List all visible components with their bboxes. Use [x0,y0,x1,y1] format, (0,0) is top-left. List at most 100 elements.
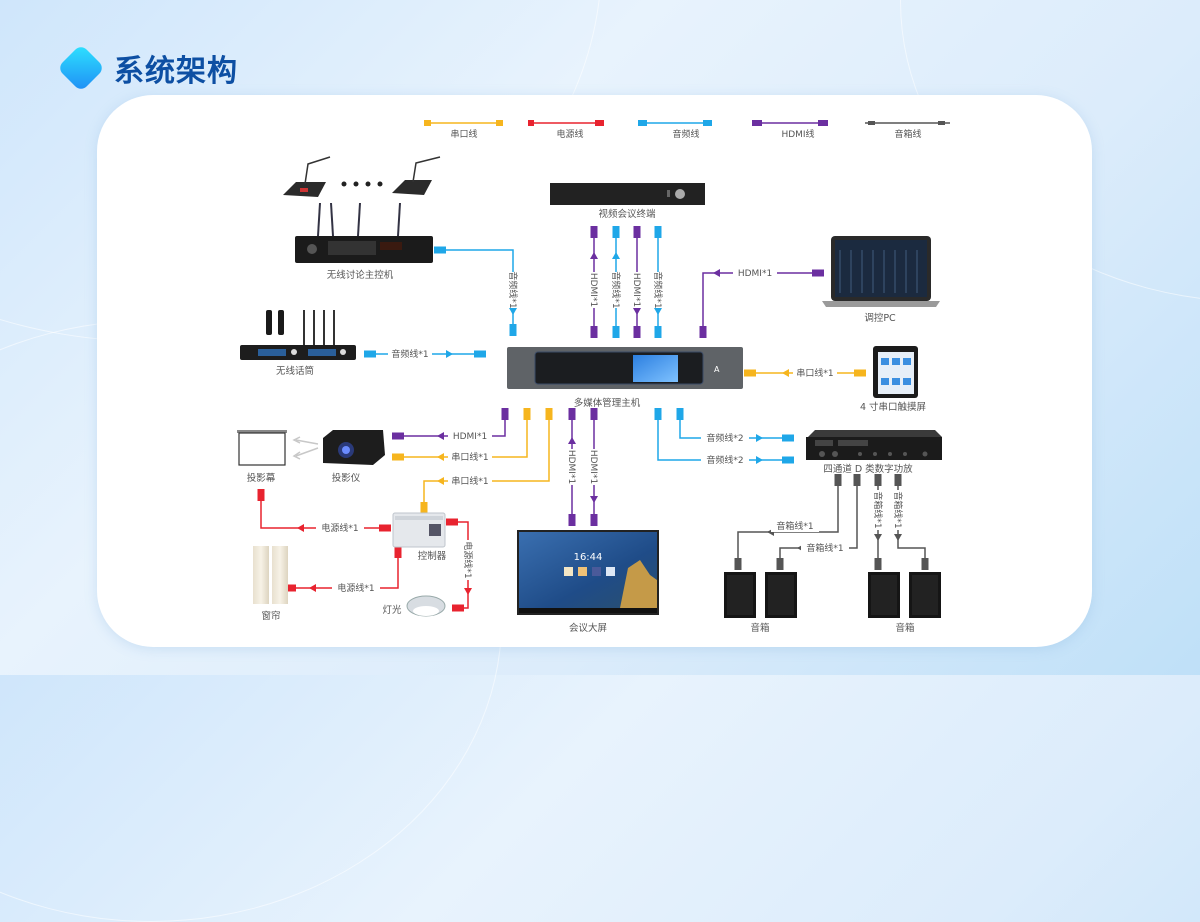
cable-label: HDMI*1 [453,432,487,442]
legend: 串口线 电源线 音频线 HDMI线 音箱线 [424,120,950,140]
cable-direction-arrow-icon [782,369,789,377]
cable-connector-plug [474,350,486,358]
cable-audio [679,412,790,439]
cable-connector-plug [501,408,509,420]
meeting-big-screen-device: 16:44 [517,530,659,615]
cable-connector-plug [434,246,446,254]
cable-label: 音频线*2 [706,454,743,466]
cable-connector-plug [590,326,598,338]
legend-item-speaker: 音箱线 [865,121,950,140]
cable-direction-arrow-icon [713,269,720,277]
cable-label: 音频线*1 [610,271,622,308]
cable-labels: 音频线*1 HDMI*1 音频线*1 HDMI*1 音频线*1 HDMI*1 H… [316,267,904,594]
device-label-projector: 投影仪 [332,472,361,484]
screen-clock: 16:44 [574,552,603,563]
cable-label: 音箱线*1 [892,491,904,528]
cable-label: 音箱线*1 [776,520,813,532]
cable-connector-plug [545,408,553,420]
cable-connector-plug [854,369,866,377]
cable-direction-arrow-icon [568,437,576,444]
cable-connector-plug [874,558,882,570]
cable-connector-plug [874,474,882,486]
cable-connector-plug [633,326,641,338]
device-label-control-pc: 调控PC [864,312,896,324]
cable-direction-arrow-icon [464,588,472,595]
cable-label: HDMI*1 [566,450,576,484]
cable-connector-plug [782,456,794,464]
cable-direction-arrow-icon [654,308,662,315]
legend-item-audio: 音频线 [638,120,712,140]
cable-connector-plug [853,474,861,486]
cable-label: 音箱线*1 [806,542,843,554]
speaker-device [765,572,797,618]
device-label-media-host: 多媒体管理主机 [574,397,641,409]
cable-power [290,552,399,589]
cable-connector-plug [379,524,391,532]
legend-label: 串口线 [450,128,477,140]
cable-direction-arrow-icon [590,252,598,259]
cable-connector-plug [284,584,296,592]
controller-device [392,512,446,548]
cable-label: 音频线*2 [706,432,743,444]
device-label-conference-host: 无线讨论主控机 [327,269,394,281]
cable-connector-plug [612,226,620,238]
cable-connector-plug [394,546,402,558]
cable-connector-plug [812,269,824,277]
cable-connector-plug [590,514,598,526]
cable-label: 串口线*1 [451,475,488,487]
cable-hdmi [702,272,820,335]
curtain-device [253,546,288,604]
cable-connector-plug [257,489,265,501]
speaker-device [909,572,941,618]
cable-direction-arrow-icon [633,308,641,315]
cable-connector-plug [654,326,662,338]
device-label-controller: 控制器 [418,550,447,562]
cable-label: HDMI*1 [588,450,598,484]
legend-label: 音箱线 [894,128,921,140]
projection-arrows-icon [292,436,319,460]
conference-host-device [295,202,433,263]
cable-connector-plug [590,226,598,238]
device-label-projector-screen: 投影幕 [247,472,276,484]
cable-connector-plug [654,226,662,238]
svg-text:A: A [714,365,720,374]
cable-label: HDMI*1 [738,269,772,279]
cable-connector-plug [676,408,684,420]
cable-direction-arrow-icon [437,432,444,440]
dots-icon [341,181,383,187]
device-label-amplifier: 四通道 D 类数字功放 [823,463,913,475]
legend-label: HDMI线 [781,128,814,140]
cable-connector-plug [744,369,756,377]
cable-direction-arrow-icon [297,524,304,532]
cable-label: HDMI*1 [631,273,641,307]
cable-label: 串口线*1 [451,451,488,463]
cable-label: 音频线*1 [652,271,664,308]
cable-connector-plug [776,558,784,570]
wireless-microphone-device [240,310,356,360]
cable-direction-arrow-icon [756,434,763,442]
media-host-device: A [507,347,743,389]
cable-connector-plug [568,514,576,526]
cable-direction-arrow-icon [309,584,316,592]
cable-direction-arrow-icon [756,456,763,464]
cable-connector-plug [523,408,531,420]
device-label-curtain: 窗帘 [261,610,280,622]
legend-item-power: 电源线 [528,120,604,140]
device-label-big-screen: 会议大屏 [569,622,607,634]
cable-label: HDMI*1 [588,273,598,307]
conference-microphone-unit [283,156,331,197]
connector-layer [257,226,929,612]
device-label-speakers-left: 音箱 [750,622,769,634]
light-device [406,595,446,617]
cable-connector-plug [894,474,902,486]
cable-connector-plug [633,226,641,238]
system-architecture-diagram: 串口线 电源线 音频线 HDMI线 音箱线 [237,120,950,634]
cable-connector-plug [699,326,707,338]
cable-connector-plug [420,502,428,514]
speaker-device [868,572,900,618]
cable-label: 音箱线*1 [872,491,884,528]
cable-connector-plug [568,408,576,420]
conference-microphone-unit [392,156,441,195]
page-title: 系统架构 [114,54,238,89]
video-conference-terminal-device [550,183,705,205]
